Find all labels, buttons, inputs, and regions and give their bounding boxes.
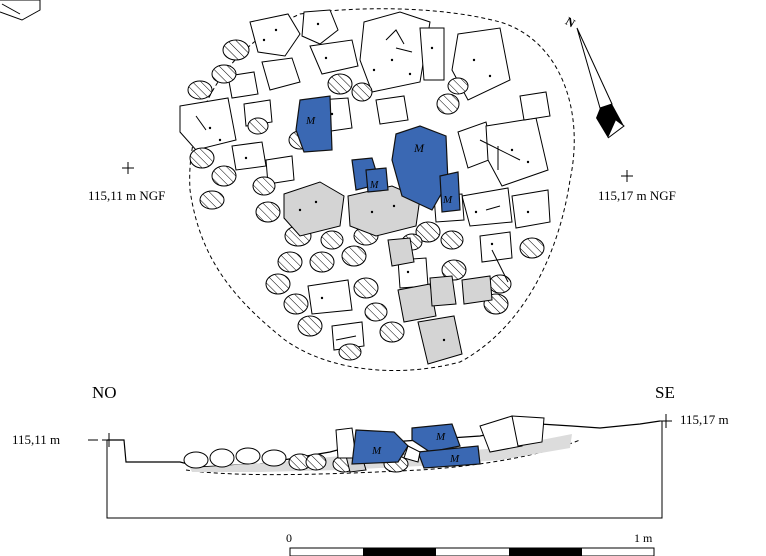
svg-text:M: M [413, 141, 425, 155]
stones-gray [283, 181, 493, 365]
blue-stone-d [365, 167, 389, 193]
svg-text:N: N [563, 14, 578, 31]
section-end-left: NO [92, 383, 117, 402]
corner-fragment [0, 0, 41, 21]
north-arrow-icon: N [563, 14, 625, 139]
stones-blue [295, 95, 461, 213]
svg-text:M: M [442, 194, 453, 206]
section-view: NO SE 115,11 m 115,17 m [12, 383, 729, 519]
svg-text:M: M [369, 180, 379, 191]
section-letters: M M M [371, 431, 460, 465]
scale-end-label: 1 m [634, 531, 653, 545]
blue-stone-a [295, 95, 333, 153]
scale-bar: 0 1 m [286, 531, 655, 556]
stone-details [195, 29, 521, 341]
blue-stone-e [439, 171, 461, 213]
svg-text:M: M [435, 431, 446, 443]
level-label-left: 115,11 m NGF [88, 188, 165, 203]
blue-letters: M M M M [305, 115, 453, 206]
section-level-right: 115,17 m [680, 412, 729, 427]
section-frame [106, 421, 663, 519]
level-label-right: 115,17 m NGF [598, 188, 676, 203]
svg-text:M: M [305, 115, 316, 127]
stone-dots [208, 22, 530, 342]
svg-text:M: M [449, 453, 460, 465]
section-blue-stone-1 [351, 429, 409, 465]
scale-start-label: 0 [286, 531, 292, 545]
svg-text:M: M [371, 445, 382, 457]
level-marker-left: 115,11 m NGF [88, 162, 165, 203]
pit-outline [189, 8, 575, 372]
section-level-left: 115,11 m [12, 432, 60, 447]
blue-stone-b [391, 125, 449, 211]
level-marker-right: 115,17 m NGF [598, 170, 676, 203]
section-end-right: SE [655, 383, 675, 402]
section-stones [183, 415, 545, 473]
section-blue-stone-3 [417, 445, 481, 469]
section-fill-outline [185, 439, 581, 476]
plan-view: M M M M 115,11 m NGF 115,17 m NGF N [88, 8, 676, 372]
